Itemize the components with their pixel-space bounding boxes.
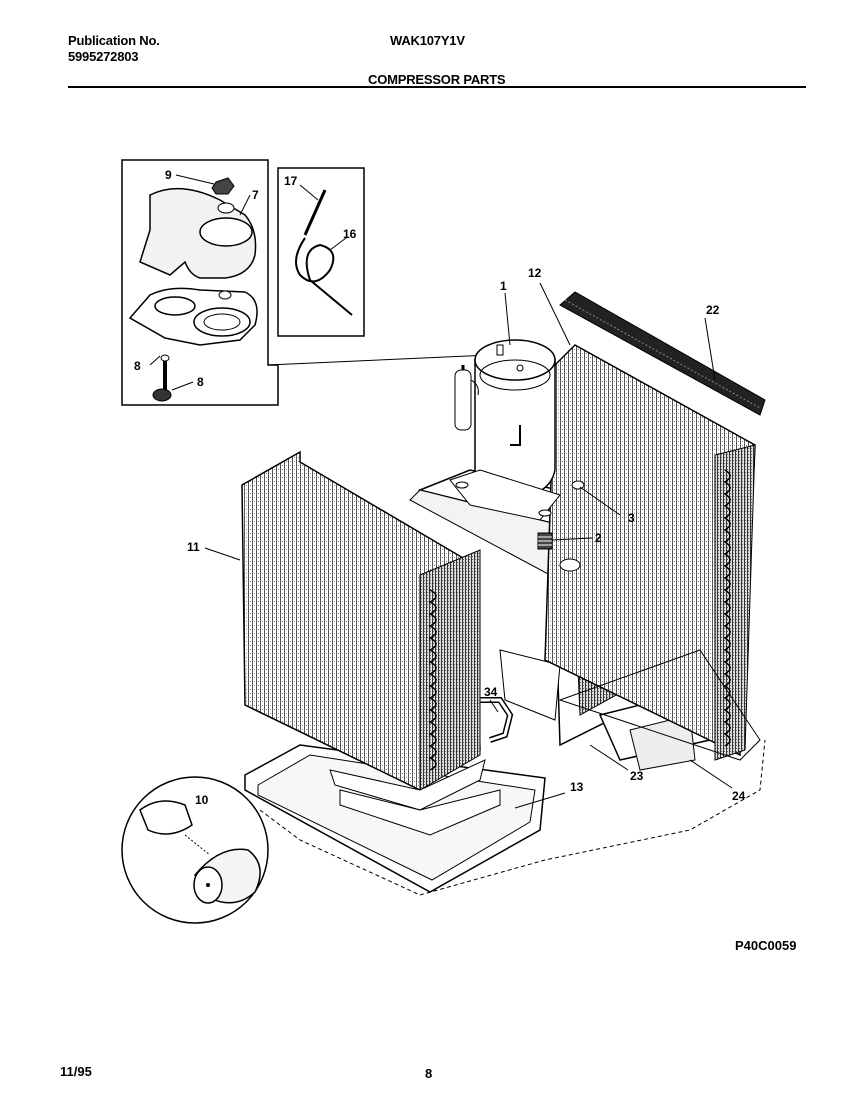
callout-7: 7 <box>252 188 259 202</box>
capacitor-bracket-shape <box>139 800 193 835</box>
footer-date: 11/95 <box>60 1064 92 1079</box>
callout-24: 24 <box>732 789 746 803</box>
evaporator-coil <box>241 450 501 836</box>
foam-strip <box>559 291 766 416</box>
callout-leaders <box>204 282 733 809</box>
callout-16: 16 <box>343 227 357 241</box>
callout-1: 1 <box>500 279 507 293</box>
inset-capillary-parts <box>277 167 365 337</box>
nut-shape <box>211 177 235 195</box>
header-rule <box>68 86 806 88</box>
figure-code: P40C0059 <box>735 938 797 953</box>
publication-number: 5995272803 <box>68 49 139 64</box>
compressor <box>449 339 585 572</box>
callout-10: 10 <box>195 793 209 807</box>
callout-9: 9 <box>165 168 172 182</box>
callout-34: 34 <box>484 685 498 699</box>
page-number: 8 <box>425 1066 433 1081</box>
section-title: COMPRESSOR PARTS <box>368 72 506 87</box>
condenser-coil <box>544 344 761 761</box>
inset-capacitor <box>121 776 269 924</box>
inset-mount-parts <box>121 159 491 406</box>
model-number: WAK107Y1V <box>390 33 465 48</box>
publication-label: Publication No. <box>68 33 160 48</box>
callout-11: 11 <box>187 540 200 554</box>
base-pan <box>244 739 766 896</box>
callout-23: 23 <box>630 769 644 783</box>
callout-3: 3 <box>628 511 635 525</box>
callout-17: 17 <box>284 174 298 188</box>
callout-8-gasket: 8 <box>134 359 141 373</box>
callout-numbers: 9 7 8 8 17 16 1 12 22 3 2 11 34 13 23 24… <box>134 168 746 807</box>
callout-8-grommet: 8 <box>197 375 204 389</box>
callout-13: 13 <box>570 780 584 794</box>
callout-22: 22 <box>706 303 720 317</box>
callout-2: 2 <box>595 531 602 545</box>
callout-12: 12 <box>528 266 542 280</box>
